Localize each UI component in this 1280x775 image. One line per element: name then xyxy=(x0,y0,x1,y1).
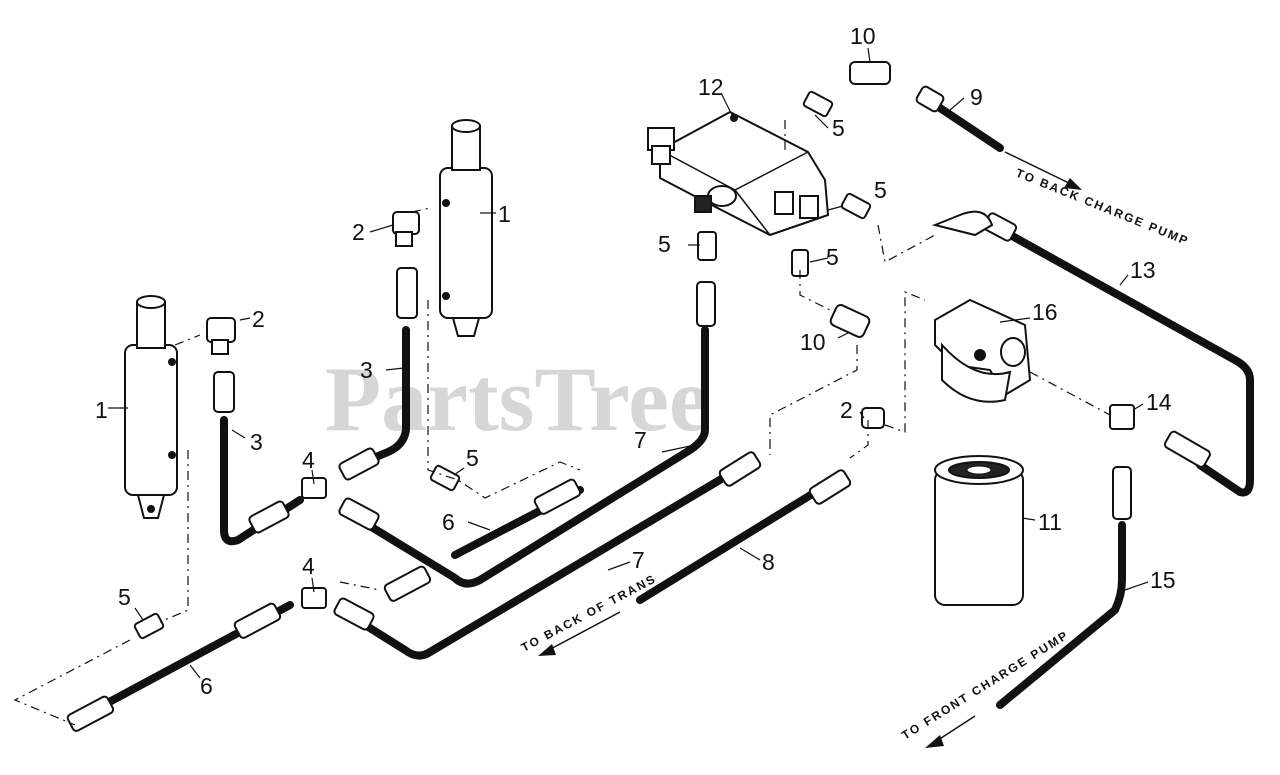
arrow-down-left-icon xyxy=(925,735,944,748)
tee-14 xyxy=(1109,404,1135,430)
callout-5-valve-bottom: 5 xyxy=(826,244,839,270)
callout-5-mid: 5 xyxy=(466,445,479,471)
adapter-5-left xyxy=(133,612,165,640)
callout-5-valve-top: 5 xyxy=(832,115,845,141)
hose-7-upper xyxy=(356,326,709,588)
oil-filter xyxy=(934,455,1024,606)
hose-7-lower xyxy=(361,461,749,660)
leader-lines xyxy=(108,47,1149,679)
callout-9: 9 xyxy=(970,84,983,110)
callout-16: 16 xyxy=(1032,299,1058,325)
callout-7-lower: 7 xyxy=(632,547,645,573)
callout-2-left: 2 xyxy=(252,306,265,332)
callout-3-upper: 3 xyxy=(360,357,373,383)
hose-8 xyxy=(636,476,839,604)
fittings xyxy=(66,61,1211,732)
elbow-10-mid xyxy=(829,304,871,338)
callout-14: 14 xyxy=(1146,389,1172,415)
watermark: PartsTree xyxy=(325,348,710,450)
hose-3-upper xyxy=(341,326,410,474)
lift-cylinder-left xyxy=(124,295,178,519)
adapter-5-valve-top xyxy=(802,90,834,118)
adapter-5-mid xyxy=(429,464,461,492)
hose-13 xyxy=(1001,228,1254,497)
hoses xyxy=(81,94,1254,719)
connection-lines xyxy=(13,120,1111,726)
callout-6-lower: 6 xyxy=(200,673,213,699)
callout-10-mid: 10 xyxy=(800,329,826,355)
callout-10-top: 10 xyxy=(850,23,876,49)
direction-notes: TO BACK CHARGE PUMP TO BACK OF TRANS TO … xyxy=(519,151,1192,748)
adapter-5-valve-left xyxy=(697,231,717,261)
callout-2-upper: 2 xyxy=(352,219,365,245)
callout-13: 13 xyxy=(1130,257,1156,283)
callout-2-right: 2 xyxy=(840,397,853,423)
hose-15 xyxy=(996,521,1126,709)
elbow-2-left xyxy=(206,317,236,343)
callout-5-valve-left: 5 xyxy=(658,231,671,257)
callout-8: 8 xyxy=(762,549,775,575)
callout-4-lower: 4 xyxy=(302,553,315,579)
callout-3-left: 3 xyxy=(250,429,263,455)
control-valve xyxy=(647,110,830,237)
callout-12: 12 xyxy=(698,74,724,100)
tee-4-upper xyxy=(301,477,327,499)
elbow-2-upper xyxy=(392,211,420,235)
adapter-5-valve-right xyxy=(840,192,872,220)
callout-4-upper: 4 xyxy=(302,447,315,473)
hose-3-left xyxy=(220,416,304,546)
arrow-right-icon xyxy=(1064,178,1082,190)
elbow-2-right xyxy=(861,407,885,429)
filter-head xyxy=(934,298,1032,403)
callout-15: 15 xyxy=(1150,567,1176,593)
lift-cylinder-upper xyxy=(439,119,493,337)
callout-6-upper: 6 xyxy=(442,509,455,535)
callout-1-upper: 1 xyxy=(498,201,511,227)
callout-1-left: 1 xyxy=(95,397,108,423)
callout-11: 11 xyxy=(1038,509,1062,535)
callout-5-valve-right: 5 xyxy=(874,177,887,203)
callout-5-left: 5 xyxy=(118,584,131,610)
elbow-10-top xyxy=(849,61,891,85)
arrow-left-icon xyxy=(538,644,556,656)
callout-7-upper: 7 xyxy=(634,427,647,453)
note-front-charge-pump: TO FRONT CHARGE PUMP xyxy=(899,628,1071,743)
note-back-charge-pump: TO BACK CHARGE PUMP xyxy=(1014,166,1192,249)
callouts: 1 1 2 2 2 3 3 4 4 5 5 5 5 5 5 6 6 7 7 8 … xyxy=(95,23,1176,699)
